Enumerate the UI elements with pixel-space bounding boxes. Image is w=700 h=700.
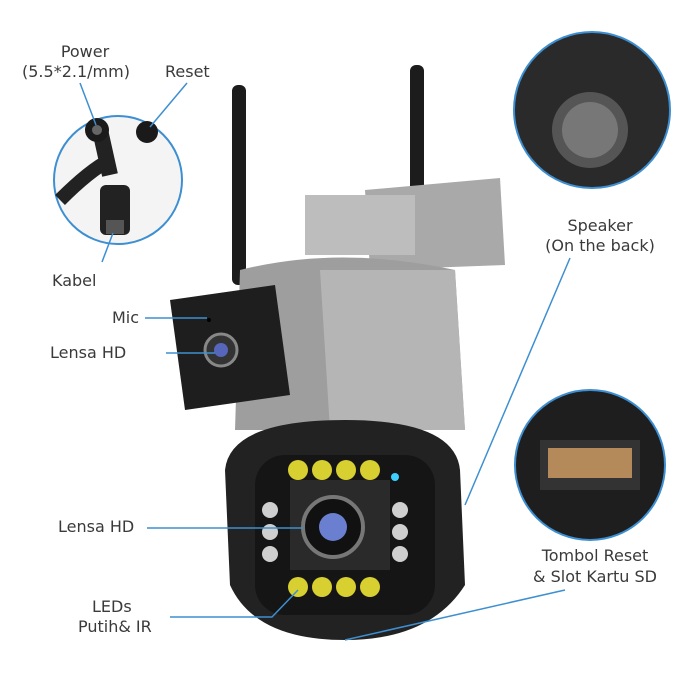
power-spec-label: (5.5*2.1/mm) [22,62,130,81]
power-label: Power [60,42,110,61]
kabel-label: Kabel [52,271,97,290]
tombol-reset-label: Tombol Reset [541,546,649,565]
reset-label: Reset [165,62,210,81]
lensa-hd-bottom-label: Lensa HD [58,517,135,536]
led-array [288,460,380,597]
sd-slot-detail-circle [514,389,666,541]
speaker-note-label: (On the back) [545,236,655,255]
speaker-detail-circle [513,31,671,189]
speaker-label: Speaker [567,216,633,235]
slot-sd-label: & Slot Kartu SD [533,567,657,586]
mic-label: Mic [112,308,140,327]
leds-label: LEDs [92,597,132,616]
secondary-camera-box [170,285,290,410]
dome-head [225,420,465,640]
lensa-hd-top-label: Lensa HD [50,343,127,362]
antenna-left [232,85,246,285]
leader-lines [79,82,571,641]
cable-detail-circle [53,115,183,245]
leds-type-label: Putih& IR [78,617,152,636]
